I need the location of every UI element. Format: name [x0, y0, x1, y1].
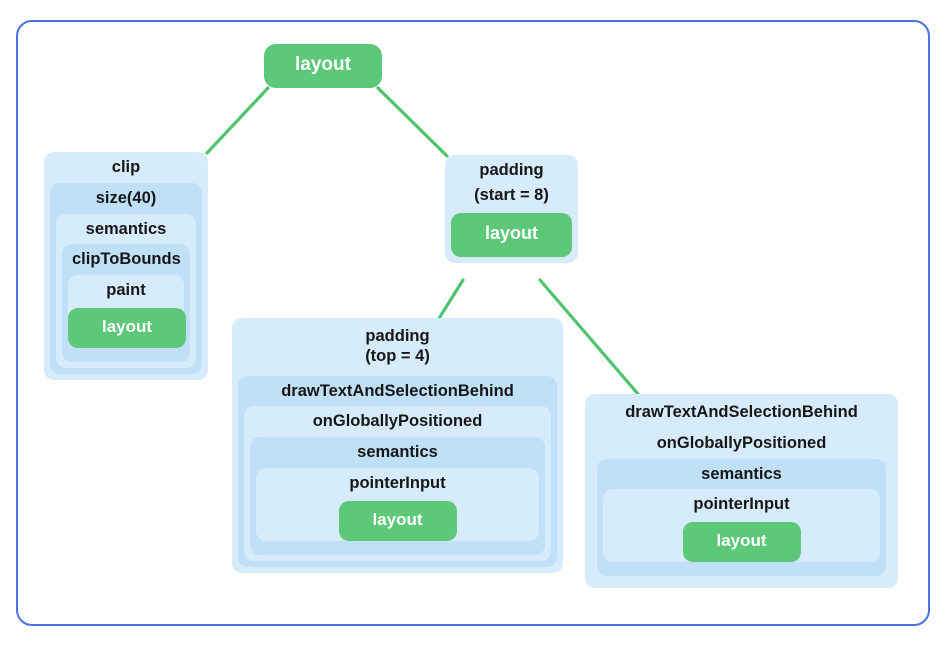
padding-top-label-line2: (top = 4) — [365, 346, 430, 365]
mid-drawtext-label: drawTextAndSelectionBehind — [281, 381, 514, 400]
size-node[interactable]: size(40) semantics clipToBounds paint — [50, 182, 202, 374]
right-drawtext-label: drawTextAndSelectionBehind — [625, 403, 858, 421]
root-layout-label: layout — [295, 54, 351, 76]
padding-start-node[interactable]: padding (start = 8) layout — [445, 155, 578, 263]
mid-leaf-layout-node[interactable]: layout — [338, 500, 457, 541]
cliptobounds-label: clipToBounds — [72, 250, 181, 269]
mid-pointerinput-label: pointerInput — [349, 473, 446, 492]
right-semantics-label: semantics — [701, 464, 782, 483]
right-drawtext-inner-wrap: onGloballyPositioned semantics pointerIn… — [585, 427, 898, 588]
clip-stack-node[interactable]: clip size(40) semantics clipToBounds pai… — [44, 152, 208, 380]
mid-onglobally-node[interactable]: onGloballyPositioned semantics pointerIn… — [244, 406, 551, 561]
semantics-label: semantics — [85, 219, 167, 238]
padding-start-leaf-layout-label: layout — [484, 223, 538, 244]
mid-onglobally-label: onGloballyPositioned — [312, 412, 483, 431]
semantics-inner-wrap: clipToBounds paint layout — [56, 244, 196, 368]
mid-onglobally-inner-wrap: semantics pointerInput layout — [244, 437, 551, 561]
mid-leaf-layout-label: layout — [372, 509, 423, 529]
clip-leaf-layout-node[interactable]: layout — [68, 307, 186, 348]
right-leaf-layout-label: layout — [716, 531, 767, 551]
mid-semantics-inner-wrap: pointerInput layout — [250, 467, 545, 555]
cliptobounds-inner-wrap: paint layout — [62, 275, 190, 362]
mid-pointerinput-node[interactable]: pointerInput layout — [256, 467, 539, 541]
clip-inner-wrap: size(40) semantics clipToBounds paint — [44, 182, 208, 380]
padding-top-inner-wrap: drawTextAndSelectionBehind onGloballyPos… — [232, 375, 563, 573]
right-pointerinput-node[interactable]: pointerInput layout — [603, 489, 880, 563]
right-onglobally-node[interactable]: onGloballyPositioned semantics pointerIn… — [591, 427, 892, 583]
padding-start-label-line2: (start = 8) — [474, 185, 549, 204]
mid-drawtext-inner-wrap: onGloballyPositioned semantics pointerIn… — [238, 406, 557, 566]
mid-drawtext-node[interactable]: drawTextAndSelectionBehind onGloballyPos… — [238, 375, 557, 567]
mid-semantics-node[interactable]: semantics pointerInput layout — [250, 437, 545, 555]
cliptobounds-node[interactable]: clipToBounds paint layout — [62, 244, 190, 362]
right-onglobally-label: onGloballyPositioned — [656, 433, 827, 452]
right-semantics-inner-wrap: pointerInput layout — [597, 489, 886, 576]
right-onglobally-inner-wrap: semantics pointerInput layout — [591, 458, 892, 583]
size-label: size(40) — [95, 188, 157, 207]
right-leaf-layout-node[interactable]: layout — [682, 522, 801, 563]
padding-start-label-line1: padding — [479, 161, 544, 179]
draw-text-right-node[interactable]: drawTextAndSelectionBehind onGloballyPos… — [585, 394, 898, 589]
clip-label: clip — [111, 158, 141, 176]
padding-start-leaf-layout-node[interactable]: layout — [451, 212, 572, 257]
paint-label: paint — [106, 281, 146, 300]
right-pointerinput-label: pointerInput — [693, 495, 790, 514]
semantics-node[interactable]: semantics clipToBounds paint layout — [56, 213, 196, 368]
size-inner-wrap: semantics clipToBounds paint layout — [50, 213, 202, 374]
clip-leaf-layout-label: layout — [101, 317, 153, 337]
paint-node[interactable]: paint layout — [68, 275, 186, 348]
mid-semantics-label: semantics — [357, 443, 438, 462]
diagram-frame-border — [16, 20, 930, 626]
root-layout-node[interactable]: layout — [264, 44, 382, 88]
padding-top-node[interactable]: padding (top = 4) drawTextAndSelectionBe… — [232, 318, 563, 573]
right-semantics-node[interactable]: semantics pointerInput layout — [597, 458, 886, 577]
padding-top-label-line1: padding — [365, 327, 430, 345]
